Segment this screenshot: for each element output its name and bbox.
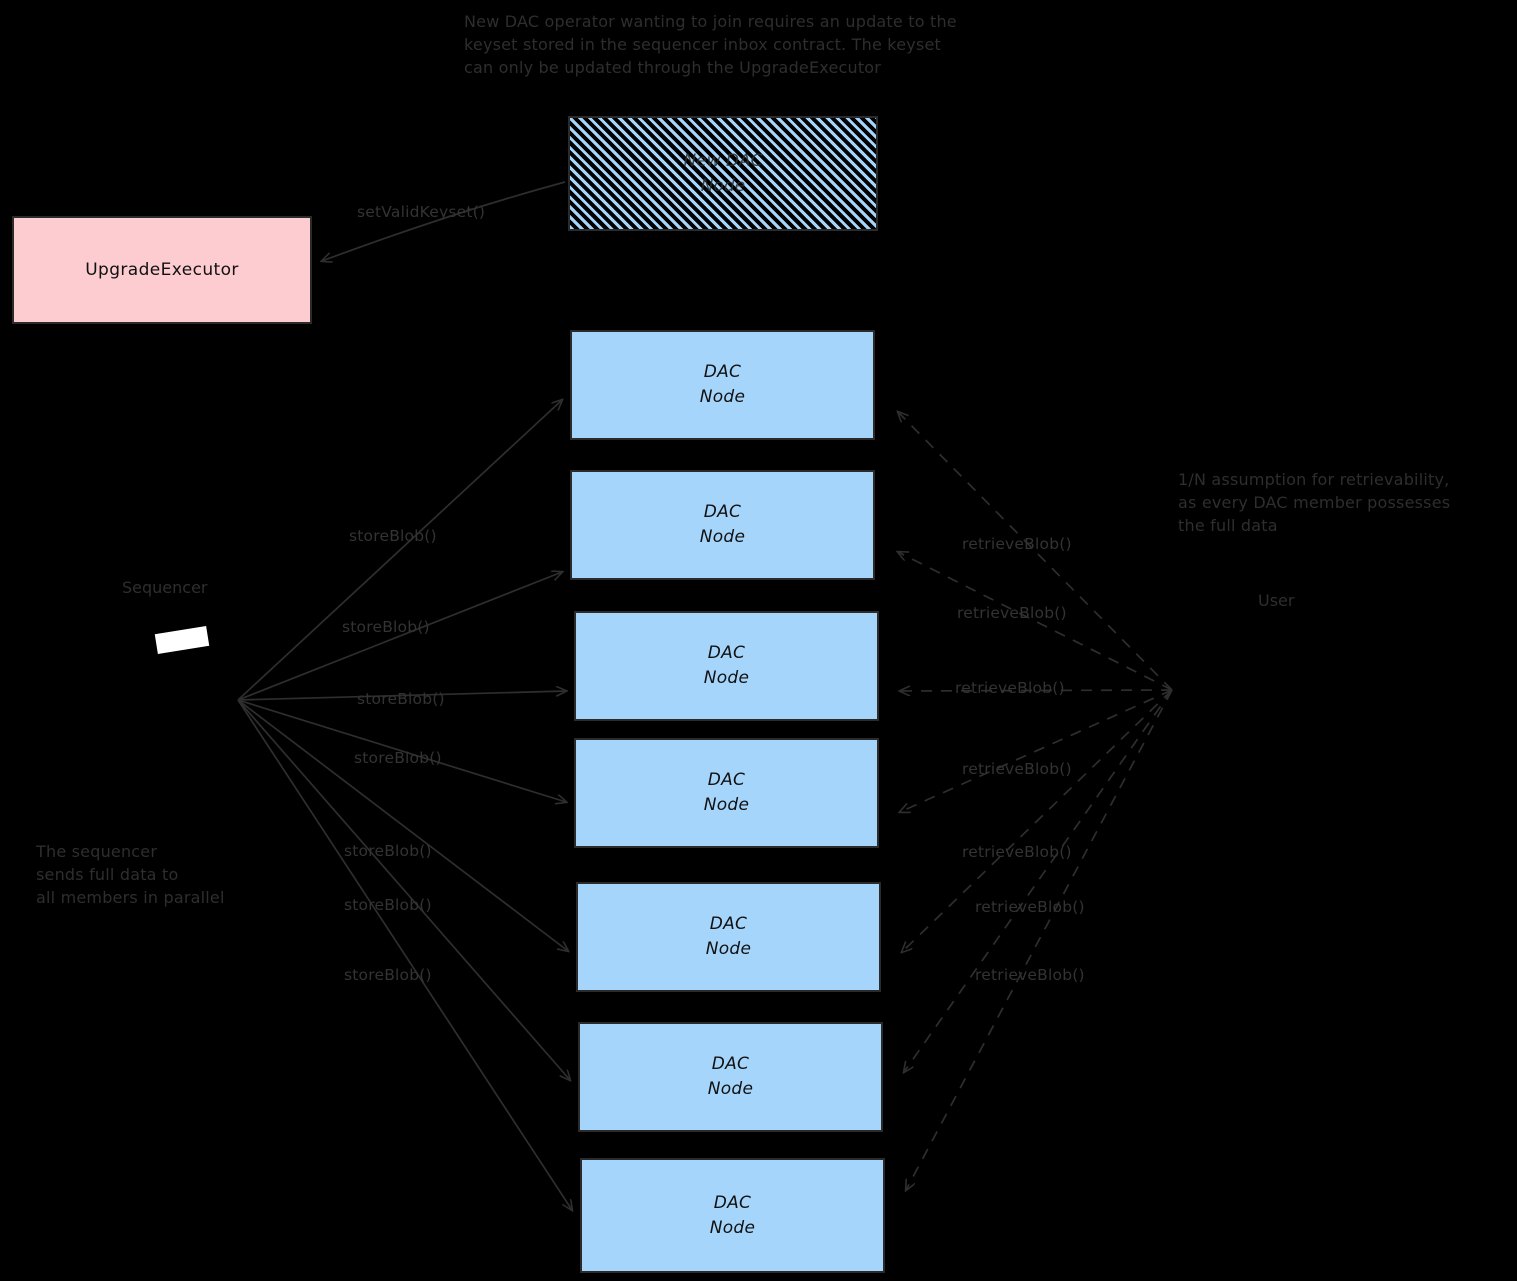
edge-label-retrieveblob-4: retrieveBlob() bbox=[962, 760, 1072, 778]
edge-setvalidkeyset bbox=[322, 181, 566, 261]
edge-label-storeblob-3: storeBlob() bbox=[357, 690, 445, 708]
dac-node-box-3[interactable]: DAC Node bbox=[574, 611, 879, 721]
edge-retrieveblob-4 bbox=[900, 689, 1173, 812]
edge-label-retrieveblob-2: retrieveBlob() bbox=[957, 604, 1067, 622]
dac-node-box-4[interactable]: DAC Node bbox=[574, 738, 879, 848]
dac-node-label: DAC Node bbox=[705, 914, 752, 959]
edge-label-retrieveblob-1: retrieveBlob() bbox=[962, 535, 1072, 553]
upgrade-executor-box[interactable]: UpgradeExecutor bbox=[12, 216, 312, 324]
edge-label-storeblob-2: storeBlob() bbox=[342, 618, 430, 636]
edge-label-setvalidkeyset: setValidKeyset() bbox=[357, 203, 486, 221]
edge-label-retrieveblob-6: retrieveBlob() bbox=[975, 898, 1085, 916]
dac-node-label: DAC Node bbox=[707, 1054, 754, 1099]
dac-node-label: DAC Node bbox=[699, 502, 746, 547]
sequencer-label: Sequencer bbox=[122, 578, 208, 597]
edge-retrieveblob-1 bbox=[898, 412, 1173, 691]
note-top: New DAC operator wanting to join require… bbox=[464, 12, 957, 78]
edge-label-retrieveblob-3: retrieveBlob() bbox=[955, 679, 1065, 697]
user-label: User bbox=[1258, 591, 1295, 610]
dac-node-box-1[interactable]: DAC Node bbox=[570, 330, 875, 440]
dac-node-box-7[interactable]: DAC Node bbox=[580, 1158, 885, 1273]
edge-retrieveblob-3 bbox=[900, 690, 1173, 691]
edge-label-storeblob-7: storeBlob() bbox=[344, 966, 432, 984]
edge-storeblob-2 bbox=[237, 572, 562, 701]
edge-label-storeblob-1: storeBlob() bbox=[349, 527, 437, 545]
edge-storeblob-6 bbox=[237, 699, 570, 1080]
dac-node-box-2[interactable]: DAC Node bbox=[570, 470, 875, 580]
edge-retrieveblob-7 bbox=[906, 689, 1173, 1190]
dac-node-box-5[interactable]: DAC Node bbox=[576, 882, 881, 992]
dac-node-label: DAC Node bbox=[709, 1192, 756, 1238]
dac-node-label: DAC Node bbox=[699, 362, 746, 407]
edge-storeblob-1 bbox=[237, 400, 562, 701]
edge-label-retrieveblob-5: retrieveBlob() bbox=[962, 843, 1072, 861]
note-right: 1/N assumption for retrievability, as ev… bbox=[1178, 470, 1451, 536]
edge-retrieveblob-6 bbox=[904, 689, 1173, 1072]
edge-label-retrieveblob-7: retrieveBlob() bbox=[975, 966, 1085, 984]
new-dac-node-label: New DAC Node bbox=[683, 150, 763, 196]
edge-storeblob-4 bbox=[237, 699, 566, 802]
edge-storeblob-7 bbox=[237, 699, 572, 1210]
edge-label-storeblob-4: storeBlob() bbox=[354, 749, 442, 767]
edge-label-storeblob-6: storeBlob() bbox=[344, 896, 432, 914]
upgrade-executor-label: UpgradeExecutor bbox=[85, 260, 239, 280]
edge-retrieveblob-5 bbox=[902, 689, 1173, 952]
edge-storeblob-5 bbox=[237, 699, 568, 951]
dac-node-label: DAC Node bbox=[703, 770, 750, 815]
edge-label-storeblob-5: storeBlob() bbox=[344, 842, 432, 860]
new-dac-node-box[interactable]: New DAC Node bbox=[568, 116, 878, 231]
note-bottom-left: The sequencer sends full data to all mem… bbox=[36, 842, 225, 908]
edge-storeblob-3 bbox=[237, 691, 566, 701]
dac-node-box-6[interactable]: DAC Node bbox=[578, 1022, 883, 1132]
dac-node-label: DAC Node bbox=[703, 643, 750, 688]
